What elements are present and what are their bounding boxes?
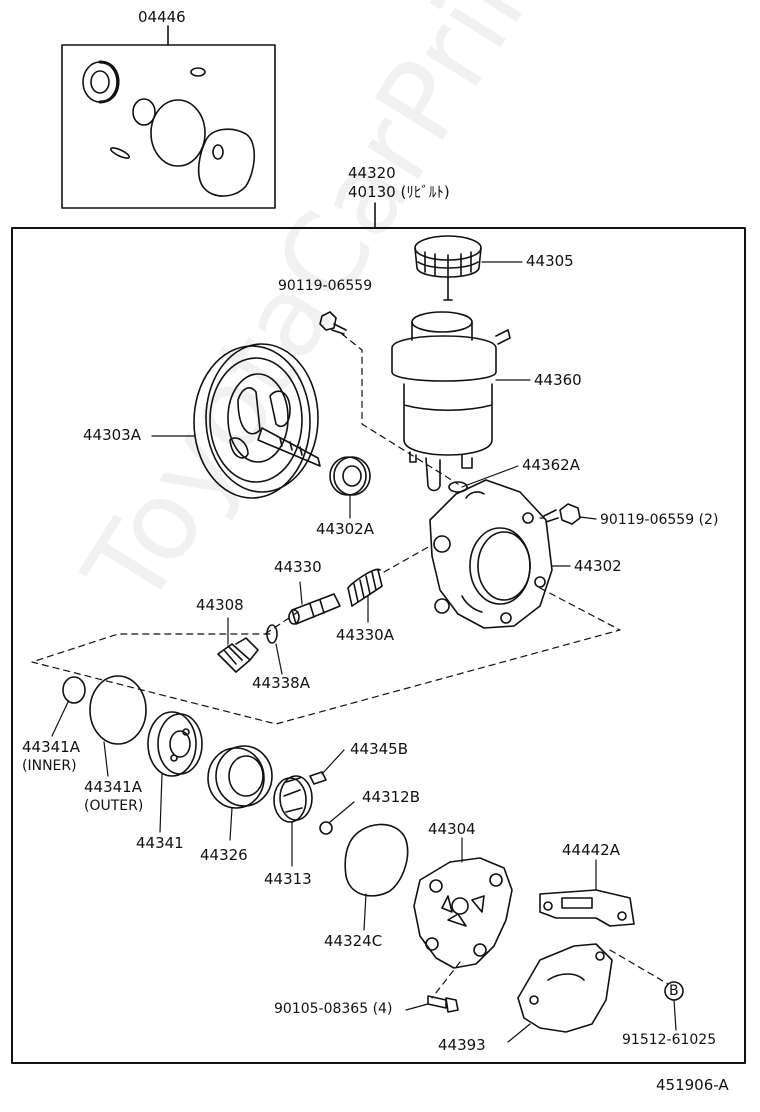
label-90119-06559-top: 90119-06559 bbox=[278, 278, 373, 294]
label-44324c: 44324C bbox=[324, 932, 383, 950]
label-44341a-inner: 44341A bbox=[22, 738, 80, 756]
pressure-switch bbox=[217, 637, 259, 673]
inner-ring bbox=[62, 676, 86, 704]
label-44313: 44313 bbox=[264, 870, 312, 888]
rotor bbox=[273, 775, 313, 823]
side-plate bbox=[147, 711, 203, 777]
label-44305: 44305 bbox=[526, 252, 574, 270]
label-44362a: 44362A bbox=[522, 456, 580, 474]
label-44330: 44330 bbox=[274, 558, 322, 576]
bolt-top bbox=[319, 311, 347, 335]
label-44303a: 44303A bbox=[83, 426, 141, 444]
pump-housing bbox=[429, 479, 553, 629]
bolt-right bbox=[543, 503, 581, 525]
bracket-44442a bbox=[539, 889, 635, 927]
kit-label: 04446 bbox=[138, 8, 186, 26]
callout-marker: B bbox=[669, 983, 679, 999]
label-44302a: 44302A bbox=[316, 520, 374, 538]
assembly-label: 44320 bbox=[348, 164, 396, 182]
label-44330a: 44330A bbox=[336, 626, 394, 644]
reservoir-cap bbox=[414, 235, 482, 301]
label-44326: 44326 bbox=[200, 846, 248, 864]
label-44442a: 44442A bbox=[562, 841, 620, 859]
leader-lines bbox=[51, 261, 677, 1043]
label-44360: 44360 bbox=[534, 371, 582, 389]
label-inner: (INNER) bbox=[22, 758, 77, 774]
snap-ring bbox=[319, 821, 333, 835]
label-44304: 44304 bbox=[428, 820, 476, 838]
kit-box bbox=[61, 25, 276, 209]
spring bbox=[347, 568, 383, 607]
bolt-90105 bbox=[427, 995, 459, 1013]
assembly-frame bbox=[11, 202, 746, 1064]
label-44302: 44302 bbox=[574, 557, 622, 575]
o-ring-44362a bbox=[448, 481, 468, 493]
cam-ring bbox=[207, 745, 273, 809]
pulley bbox=[193, 343, 321, 499]
label-44341: 44341 bbox=[136, 834, 184, 852]
label-90119-06559-right: 90119-06559 (2) bbox=[600, 512, 719, 528]
label-90105-08365: 90105-08365 (4) bbox=[274, 1001, 393, 1017]
label-44338a: 44338A bbox=[252, 674, 310, 692]
vane bbox=[309, 771, 327, 785]
bracket-44393 bbox=[517, 943, 613, 1033]
gasket bbox=[344, 823, 409, 897]
label-outer: (OUTER) bbox=[84, 798, 144, 814]
rear-housing bbox=[413, 857, 513, 969]
reservoir bbox=[391, 311, 511, 492]
drawing-code: 451906-A bbox=[656, 1076, 729, 1094]
label-91512-61025: 91512-61025 bbox=[622, 1032, 717, 1048]
flow-valve bbox=[288, 593, 341, 625]
dashed-guides bbox=[31, 333, 669, 999]
assembly-rebuilt-label: 40130 (ﾘﾋﾞﾙﾄ) bbox=[348, 183, 450, 201]
label-44345b: 44345B bbox=[350, 740, 409, 758]
outer-ring bbox=[89, 675, 147, 745]
bearing bbox=[329, 456, 371, 496]
label-44308: 44308 bbox=[196, 596, 244, 614]
label-44341a-outer: 44341A bbox=[84, 778, 142, 796]
label-44312b: 44312B bbox=[362, 788, 421, 806]
label-44393: 44393 bbox=[438, 1036, 486, 1054]
